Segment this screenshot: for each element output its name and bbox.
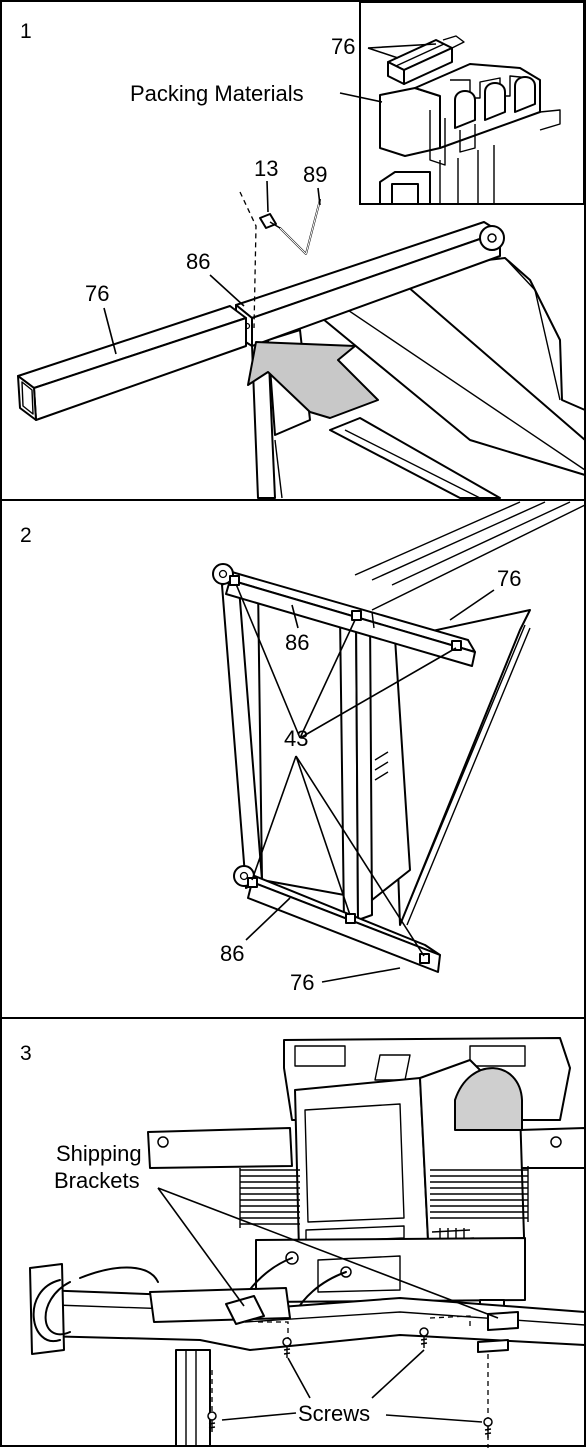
upright-center bbox=[339, 611, 359, 923]
top-crossbar-side bbox=[225, 579, 476, 667]
label-shipping-line2: Brackets bbox=[54, 1168, 140, 1193]
step-3-number: 3 bbox=[20, 1042, 32, 1065]
leader-43-upper bbox=[235, 583, 457, 739]
panel-step-1: 1 76 Pac bbox=[0, 0, 586, 501]
label-76-top: 76 bbox=[497, 566, 521, 591]
leg-left bbox=[175, 1349, 211, 1447]
bolt-13-alignment-line bbox=[239, 191, 257, 329]
step-1-number: 1 bbox=[20, 20, 32, 43]
monitor-dome bbox=[454, 1067, 523, 1131]
inset-packing-materials bbox=[339, 1, 585, 205]
shipping-bracket-right bbox=[487, 1311, 519, 1331]
label-89: 89 bbox=[303, 162, 327, 187]
screw-2 bbox=[419, 1327, 429, 1348]
leader-43-lower bbox=[251, 755, 425, 957]
label-86-bottom: 86 bbox=[220, 941, 244, 966]
label-screws: Screws bbox=[298, 1401, 370, 1426]
hex-key-89 bbox=[279, 199, 321, 255]
bolt-13 bbox=[239, 191, 281, 329]
fastener-43-top-left bbox=[229, 575, 240, 586]
label-13: 13 bbox=[254, 156, 278, 181]
fastener-43-top-right bbox=[451, 640, 462, 651]
label-76: 76 bbox=[85, 281, 109, 306]
leader-76-inset bbox=[367, 43, 437, 59]
shipping-bracket-left bbox=[225, 1295, 265, 1325]
label-76-inset: 76 bbox=[331, 34, 355, 59]
label-shipping-line1: Shipping bbox=[56, 1141, 142, 1166]
rail-left bbox=[329, 417, 501, 499]
fastener-43-bottom-mid bbox=[345, 913, 356, 924]
console-arm-right bbox=[519, 1127, 586, 1169]
fastener-43-top-mid bbox=[351, 610, 362, 621]
lower-housing bbox=[255, 1237, 526, 1303]
step-2-number: 2 bbox=[20, 524, 32, 547]
label-packing-materials: Packing Materials bbox=[130, 81, 304, 106]
deck-rails bbox=[354, 501, 571, 586]
label-76-bottom: 76 bbox=[290, 970, 314, 995]
panel-step-3: 3 bbox=[0, 1017, 586, 1448]
packing-block-top bbox=[414, 63, 541, 149]
cable-bundle bbox=[32, 1266, 159, 1343]
screw-3 bbox=[207, 1411, 217, 1432]
label-86-top: 86 bbox=[285, 630, 309, 655]
bottom-crossbar-side bbox=[247, 881, 441, 973]
console-arm-left bbox=[147, 1127, 293, 1169]
screw-4 bbox=[483, 1417, 493, 1438]
packing-block-front bbox=[379, 87, 441, 157]
panel-step-2: 2 86 7 bbox=[0, 499, 586, 1019]
tube-76 bbox=[17, 305, 247, 421]
fastener-43-bottom-right bbox=[419, 953, 430, 964]
leader-packing bbox=[339, 92, 383, 103]
leader-bracket-right bbox=[157, 1187, 499, 1319]
screw-1 bbox=[282, 1337, 292, 1358]
label-86: 86 bbox=[186, 249, 210, 274]
monitor-screen bbox=[304, 1103, 405, 1223]
label-43: 43 bbox=[284, 726, 308, 751]
insertion-arrow bbox=[247, 341, 379, 419]
leader-bracket-left bbox=[157, 1187, 245, 1307]
